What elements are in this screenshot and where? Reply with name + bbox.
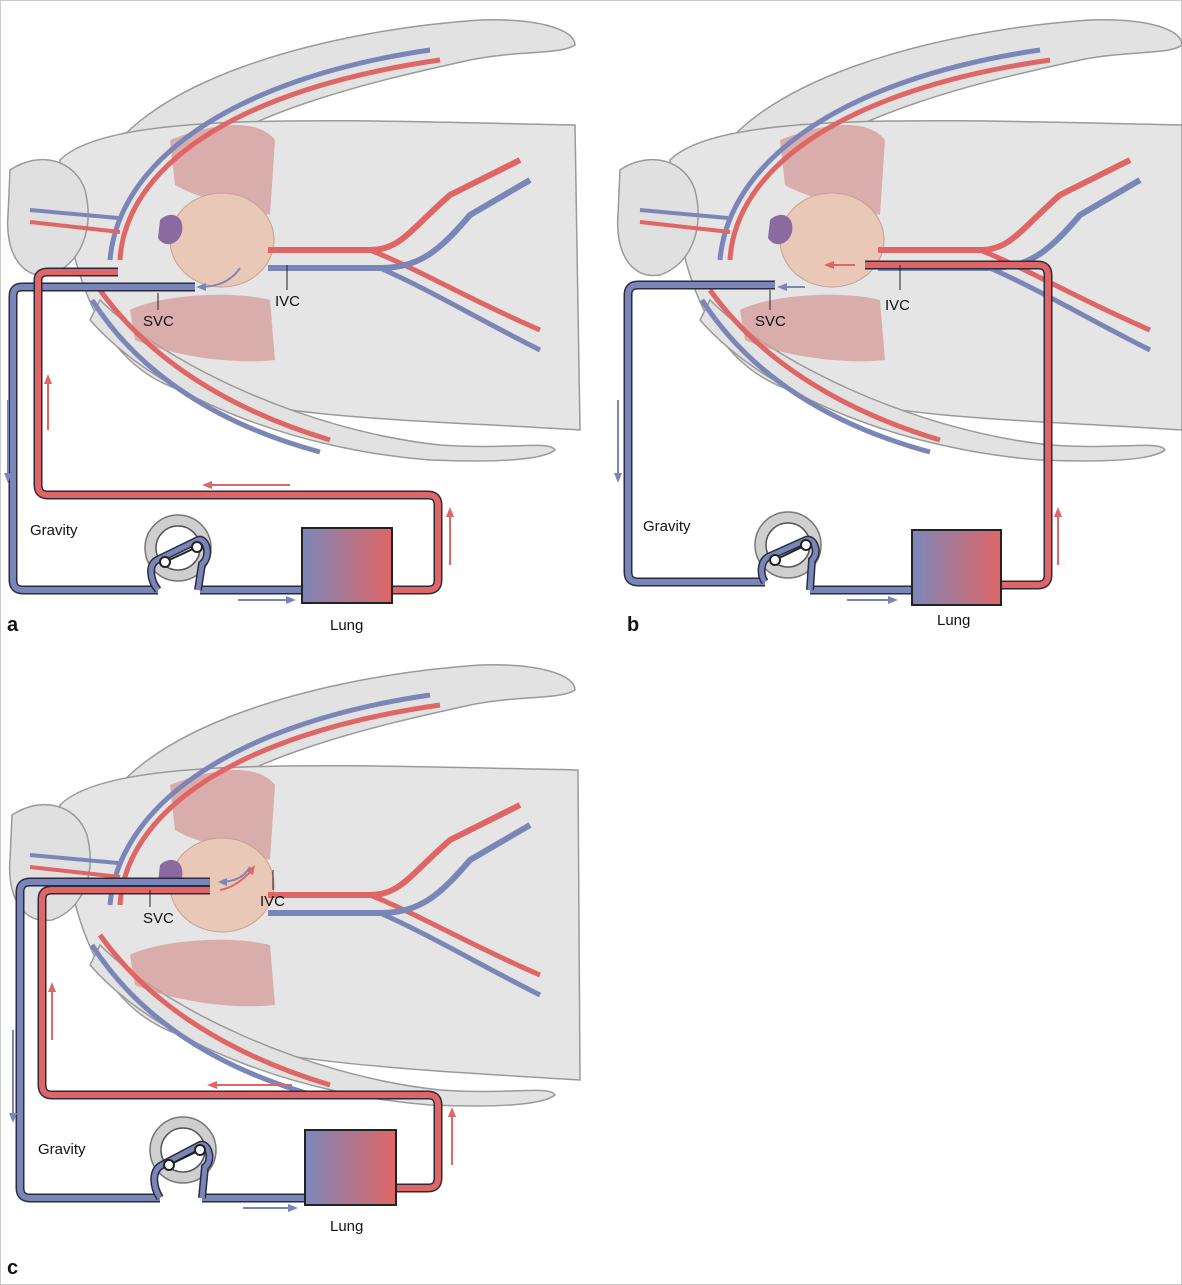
heart <box>780 193 884 287</box>
torso <box>670 121 1182 430</box>
lung-label: Lung <box>937 612 970 629</box>
ivc-label: IVC <box>275 293 300 310</box>
oxygenator-lung <box>305 1130 396 1205</box>
roller-pump <box>150 1117 216 1198</box>
panel-letter: b <box>627 614 639 637</box>
gravity-label: Gravity <box>30 522 78 539</box>
panel-b-drawing <box>610 0 1182 640</box>
panel-a: SVC IVC Gravity Lung a <box>0 0 590 640</box>
roller-pump <box>755 512 821 590</box>
svc-label: SVC <box>143 313 174 330</box>
ivc-label: IVC <box>260 893 285 910</box>
body-illustration <box>618 20 1182 461</box>
panel-c-drawing <box>0 645 590 1285</box>
panel-a-drawing <box>0 0 590 640</box>
lung-label: Lung <box>330 617 363 634</box>
heart <box>170 193 274 287</box>
ivc-label: IVC <box>885 297 910 314</box>
oxygenator-lung <box>302 528 392 603</box>
roller-pump <box>145 515 211 590</box>
gravity-label: Gravity <box>38 1141 86 1158</box>
panel-letter: c <box>7 1257 18 1280</box>
oxygenator-lung <box>912 530 1001 605</box>
svc-label: SVC <box>143 910 174 927</box>
svc-label: SVC <box>755 313 786 330</box>
body-illustration <box>8 20 580 461</box>
panel-c: SVC IVC Gravity Lung c <box>0 645 590 1285</box>
gravity-label: Gravity <box>643 518 691 535</box>
panel-b: SVC IVC Gravity Lung b <box>610 0 1182 640</box>
lung-label: Lung <box>330 1218 363 1235</box>
panel-letter: a <box>7 614 18 637</box>
